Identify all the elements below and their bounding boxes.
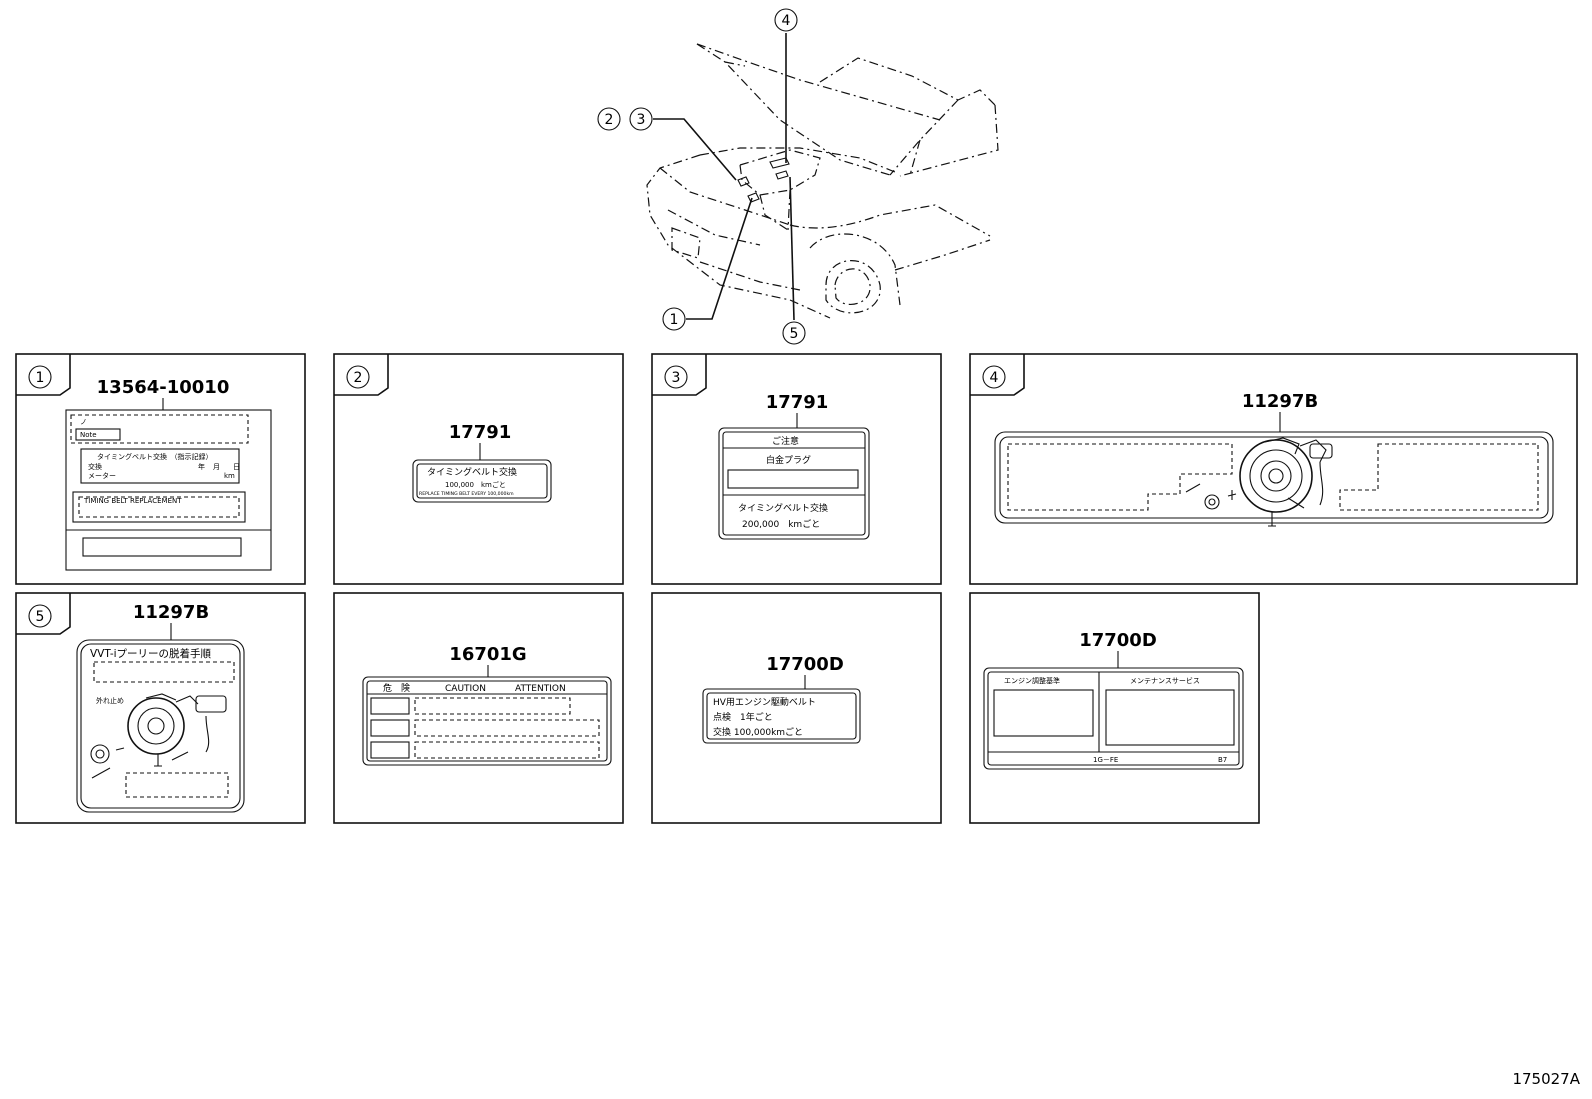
panel-2-part-number: 17791 [449, 422, 512, 443]
panel-4: 4 11297B [969, 353, 1578, 585]
svg-text:200,000 kmごと: 200,000 kmごと [742, 518, 820, 530]
panel-3-part-number: 17791 [766, 392, 829, 413]
svg-text:メーター: メーター [88, 471, 116, 480]
panel-1-callout: 1 [36, 370, 45, 386]
svg-text:日: 日 [233, 463, 240, 471]
svg-text:3: 3 [637, 112, 646, 128]
svg-text:TIMING BELT REPLACEMENT: TIMING BELT REPLACEMENT [83, 497, 182, 505]
svg-text:年: 年 [198, 462, 205, 471]
panel-6: 16701G 危 険 CAUTION ATTENTION [333, 592, 624, 824]
svg-text:km: km [224, 472, 235, 480]
svg-text:白金プラグ: 白金プラグ [766, 454, 811, 466]
panel-5-callout: 5 [36, 609, 45, 625]
panel-5: 5 11297B VVT-iプーリーの脱着手順 外れ止め [15, 592, 306, 824]
svg-text:交換 100,000kmごと: 交換 100,000kmごと [713, 726, 803, 738]
svg-text:点検 1年ごと: 点検 1年ごと [713, 711, 773, 723]
svg-text:VVT-iプーリーの脱着手順: VVT-iプーリーの脱着手順 [90, 647, 212, 660]
panel-6-part-number: 16701G [449, 644, 526, 665]
panel-7: 17700D HV用エンジン駆動ベルト 点検 1年ごと 交換 100,000km… [651, 592, 942, 824]
svg-text:ATTENTION: ATTENTION [515, 684, 566, 694]
panel-8-part-number: 17700D [1079, 630, 1157, 651]
callout-3-top: 3 [629, 107, 653, 131]
svg-text:B7: B7 [1218, 756, 1227, 764]
svg-text:1G－FE: 1G－FE [1093, 756, 1118, 764]
svg-text:危 険: 危 険 [383, 682, 410, 694]
callout-2-top: 2 [597, 107, 621, 131]
svg-text:外れ止め: 外れ止め [96, 696, 124, 705]
leader-lines [653, 33, 795, 321]
panel-1-part-number: 13564-10010 [97, 377, 230, 398]
diagram-code: 175027A [1512, 1070, 1580, 1088]
svg-text:エンジン調整基準: エンジン調整基準 [1004, 676, 1060, 685]
svg-text:100,000 kmごと: 100,000 kmごと [445, 480, 506, 489]
panel-8: 17700D エンジン調整基準 メンテナンスサービス 1G－FE B7 [969, 592, 1260, 824]
svg-text:5: 5 [790, 326, 799, 342]
panel-3: 3 17791 ご注意 白金プラグ タイミングベルト交換 200,000 kmご… [651, 353, 942, 585]
svg-text:2: 2 [605, 112, 614, 128]
svg-text:4: 4 [782, 13, 791, 29]
svg-text:タイミングベルト交換: タイミングベルト交換 [427, 466, 517, 478]
svg-text:メンテナンスサービス: メンテナンスサービス [1130, 676, 1200, 685]
svg-text:1: 1 [670, 312, 679, 328]
svg-text:月: 月 [213, 463, 220, 471]
svg-text:HV用エンジン駆動ベルト: HV用エンジン駆動ベルト [713, 697, 816, 708]
svg-text:Note: Note [80, 431, 97, 439]
panel-7-part-number: 17700D [766, 654, 844, 675]
panel-2: 2 17791 タイミングベルト交換 100,000 kmごと REPLACE … [333, 353, 624, 585]
panel-2-callout: 2 [354, 370, 363, 386]
panel-3-callout: 3 [672, 370, 681, 386]
panel-4-callout: 4 [990, 370, 999, 386]
svg-text:交換: 交換 [88, 462, 102, 471]
svg-text:REPLACE TIMING BELT EVERY 100,: REPLACE TIMING BELT EVERY 100,000km [419, 491, 514, 497]
panel-5-part-number: 11297B [133, 602, 209, 623]
callout-5-top: 5 [782, 321, 806, 345]
svg-text:ご注意: ご注意 [772, 435, 799, 447]
svg-text:タイミングベルト交換 （指示記録）: タイミングベルト交換 （指示記録） [97, 452, 213, 461]
svg-text:CAUTION: CAUTION [445, 684, 486, 694]
car-illustration [646, 43, 999, 319]
panel-1: 1 13564-10010 ノ Note タイミングベルト交換 （指示記録） 交… [15, 353, 306, 585]
callout-1-top: 1 [662, 307, 686, 331]
svg-text:タイミングベルト交換: タイミングベルト交換 [738, 502, 828, 514]
svg-text:ノ: ノ [80, 418, 87, 426]
callout-4-top: 4 [774, 8, 798, 32]
panel-4-part-number: 11297B [1242, 391, 1318, 412]
